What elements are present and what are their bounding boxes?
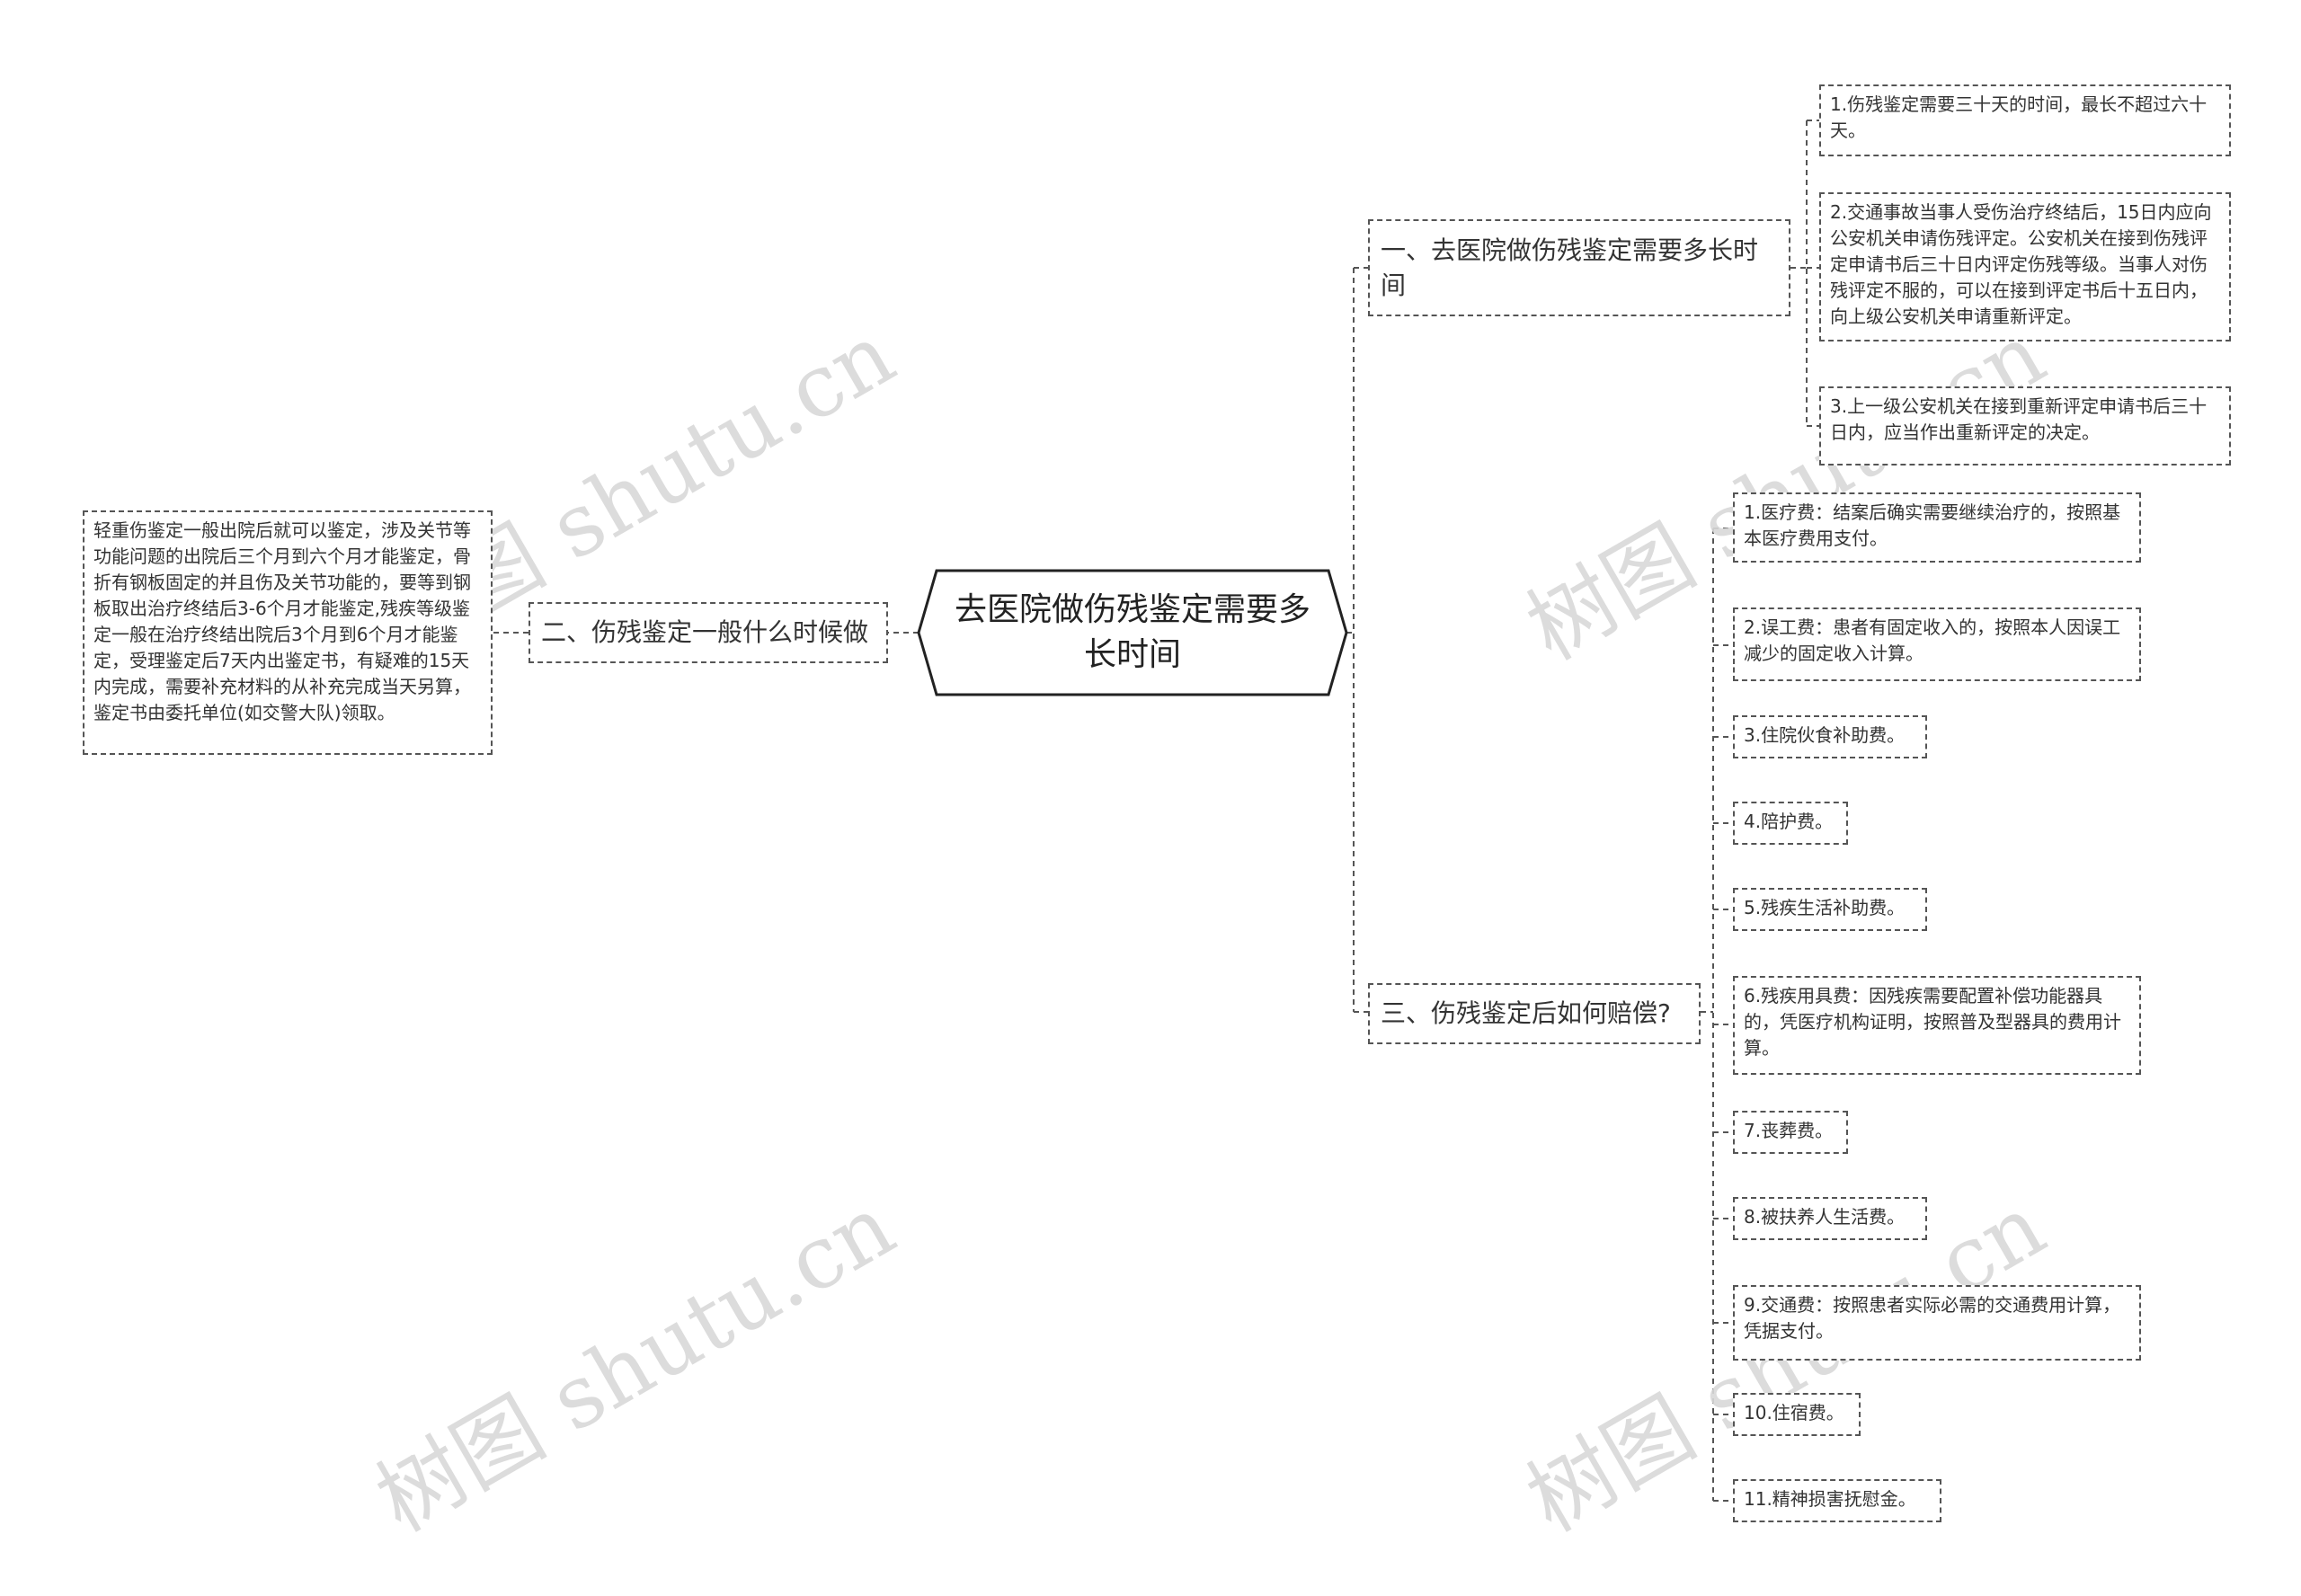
leaf-compensation-2[interactable]: 2.误工费：患者有固定收入的，按照本人因误工减少的固定收入计算。 (1733, 607, 2141, 681)
leaf-compensation-3[interactable]: 3.住院伙食补助费。 (1733, 715, 1927, 758)
leaf-compensation-4[interactable]: 4.陪护费。 (1733, 802, 1848, 845)
leaf-duration-3[interactable]: 3.上一级公安机关在接到重新评定申请书后三十日内，应当作出重新评定的决定。 (1819, 386, 2231, 466)
leaf-compensation-8[interactable]: 8.被扶养人生活费。 (1733, 1197, 1927, 1240)
leaf-compensation-7[interactable]: 7.丧葬费。 (1733, 1111, 1848, 1154)
leaf-compensation-5[interactable]: 5.残疾生活补助费。 (1733, 888, 1927, 931)
leaf-timing-1[interactable]: 轻重伤鉴定一般出院后就可以鉴定，涉及关节等功能问题的出院后三个月到六个月才能鉴定… (83, 510, 493, 755)
leaf-duration-2[interactable]: 2.交通事故当事人受伤治疗终结后，15日内应向公安机关申请伤残评定。公安机关在接… (1819, 192, 2231, 341)
leaf-compensation-11[interactable]: 11.精神损害抚慰金。 (1733, 1479, 1941, 1522)
root-topic[interactable]: 去医院做伤残鉴定需要多长时间 (955, 590, 1311, 673)
branch-timing[interactable]: 二、伤残鉴定一般什么时候做 (529, 602, 888, 663)
branch-compensation[interactable]: 三、伤残鉴定后如何赔偿? (1368, 983, 1701, 1044)
branch-duration[interactable]: 一、去医院做伤残鉴定需要多长时间 (1368, 219, 1790, 316)
leaf-compensation-9[interactable]: 9.交通费：按照患者实际必需的交通费用计算，凭据支付。 (1733, 1285, 2141, 1361)
leaf-compensation-6[interactable]: 6.残疾用具费：因残疾需要配置补偿功能器具的，凭医疗机构证明，按照普及型器具的费… (1733, 976, 2141, 1075)
leaf-compensation-10[interactable]: 10.住宿费。 (1733, 1393, 1861, 1436)
leaf-compensation-1[interactable]: 1.医疗费：结案后确实需要继续治疗的，按照基本医疗费用支付。 (1733, 492, 2141, 563)
leaf-duration-1[interactable]: 1.伤残鉴定需要三十天的时间，最长不超过六十天。 (1819, 84, 2231, 156)
